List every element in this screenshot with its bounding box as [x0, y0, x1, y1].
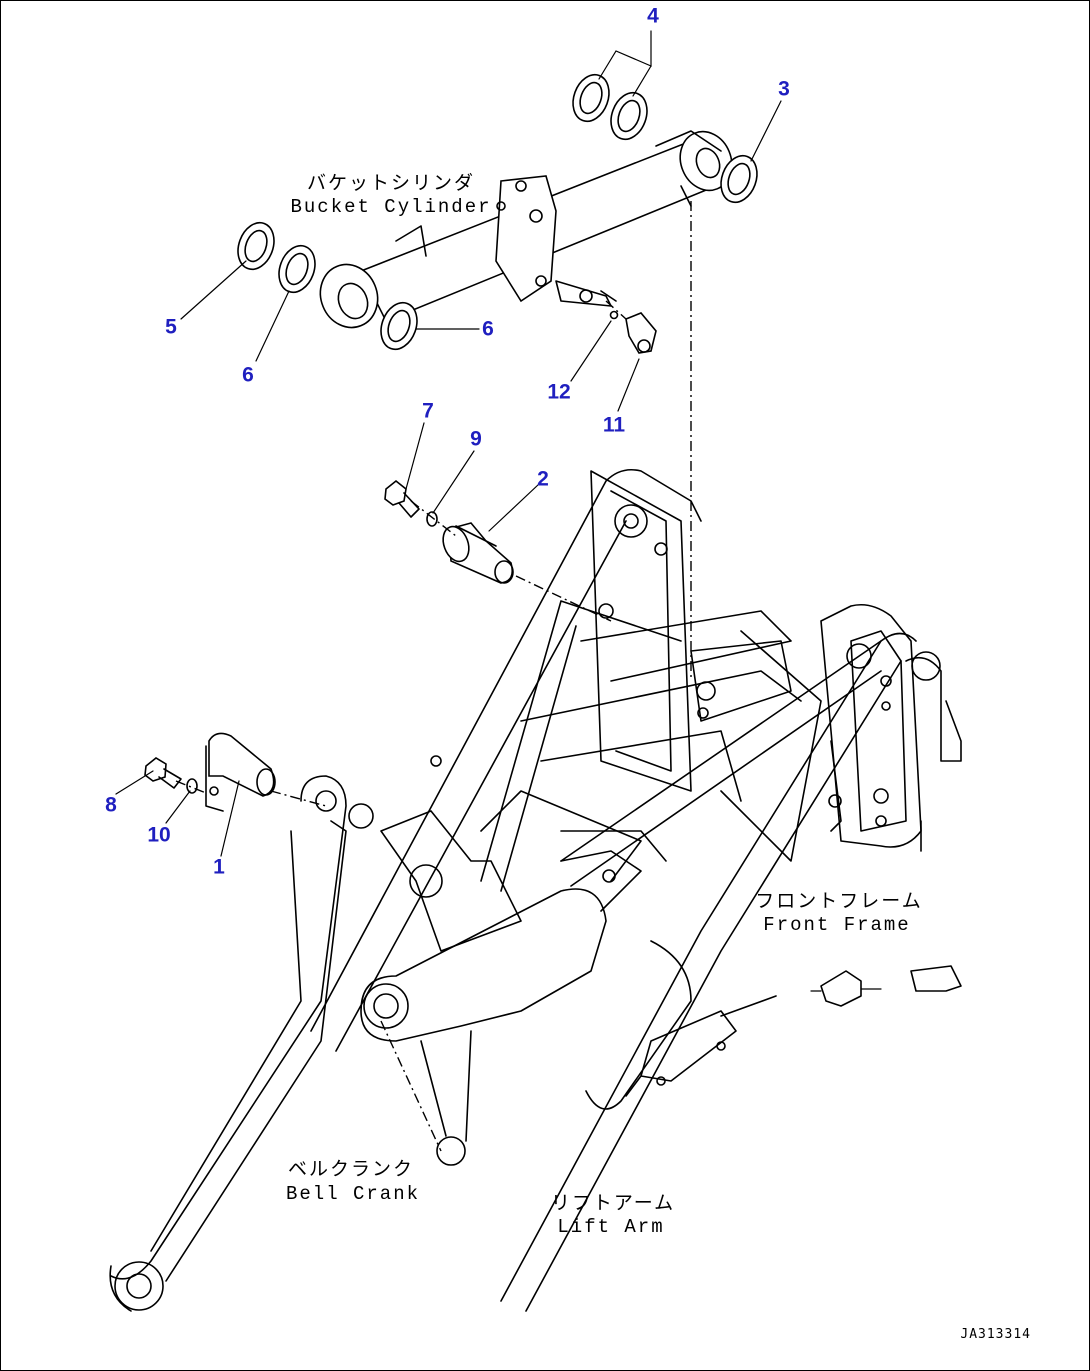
bell-crank [360, 790, 642, 1166]
callout-3: 3 [778, 77, 790, 101]
pins-bolts [144, 479, 514, 812]
leader-lines [115, 30, 782, 857]
bell-crank-en-label: Bell Crank [285, 1183, 421, 1205]
callout-9: 9 [470, 427, 482, 451]
callout-10: 10 [147, 823, 171, 847]
grease-fitting [609, 310, 657, 354]
bucket-cylinder [319, 130, 733, 329]
bucket-cylinder-jp-label: バケットシリンダ [306, 173, 476, 195]
callout-8: 8 [105, 793, 117, 817]
callout-11: 11 [602, 413, 626, 437]
washers [237, 73, 758, 351]
callout-6a: 6 [242, 363, 254, 387]
bucket-cylinder-en-label: Bucket Cylinder [290, 196, 492, 218]
frame-structure [430, 470, 822, 892]
callout-12: 12 [547, 380, 571, 404]
drawing-code: JA313314 [960, 1327, 1031, 1342]
callout-5: 5 [165, 315, 177, 339]
callout-7: 7 [422, 399, 434, 423]
callout-2: 2 [537, 467, 549, 491]
callout-1: 1 [213, 855, 225, 879]
front-frame-en-label: Front Frame [763, 914, 911, 936]
lower-right-linkage [625, 965, 962, 1097]
front-frame-jp-label: フロントフレーム [755, 891, 923, 913]
bell-crank-jp-label: ベルクランク [287, 1159, 415, 1181]
lift-arm-en-label: Lift Arm [557, 1216, 665, 1238]
callout-6b: 6 [482, 317, 494, 341]
callout-4: 4 [647, 4, 659, 28]
lift-arm-jp-label: リフトアーム [550, 1193, 676, 1215]
lift-arm-outline [310, 468, 917, 1312]
assembly-centerlines [175, 201, 692, 1152]
front-frame-bracket [820, 603, 962, 852]
long-link [109, 775, 374, 1312]
